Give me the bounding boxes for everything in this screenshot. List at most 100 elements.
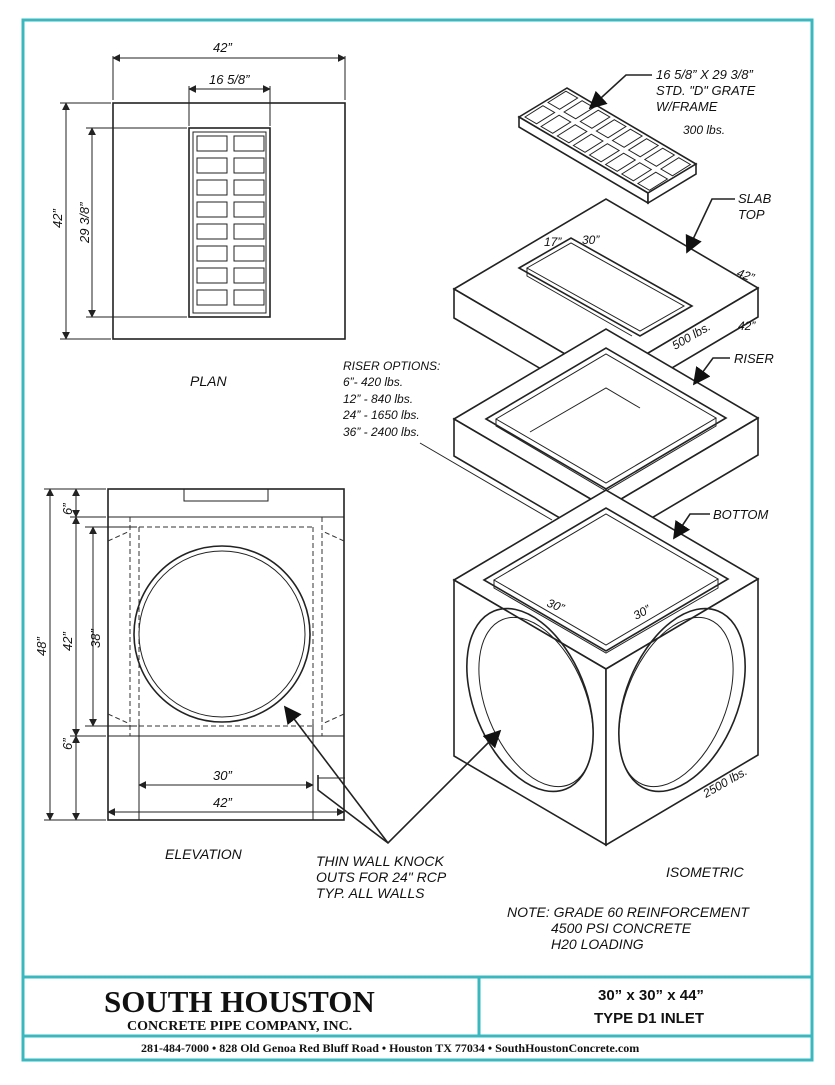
general-note-line-2: 4500 PSI CONCRETE	[551, 920, 692, 936]
iso-grate-slot	[540, 114, 572, 134]
plan-grate-slot	[196, 245, 228, 262]
elevation-dim-width: 42”	[213, 795, 232, 810]
bottom-label: BOTTOM	[713, 507, 769, 522]
iso-knockout-right-outer	[618, 607, 746, 793]
iso-grate-slot	[588, 143, 621, 163]
iso-grate-slot	[556, 124, 588, 144]
iso-grate-slot	[579, 109, 611, 129]
plan-dim-grate-length: 29 3/8”	[77, 202, 92, 244]
plan-grate-slot	[233, 223, 265, 240]
plan-dim-width: 42”	[213, 40, 232, 55]
slab-label-line-2: TOP	[738, 207, 765, 222]
grate-weight: 300 lbs.	[683, 123, 725, 137]
plan-grate-frame	[188, 127, 271, 318]
title-block: SOUTH HOUSTON CONCRETE PIPE COMPANY, INC…	[104, 984, 704, 1055]
riser-option-2: 12” - 840 lbs.	[343, 392, 413, 406]
plan-dim-grate-width: 16 5/8”	[209, 72, 250, 87]
slab-callout: SLAB TOP	[685, 191, 772, 254]
slab-dim-b: 30”	[582, 233, 600, 247]
iso-grate-slot	[547, 90, 579, 110]
slab-dim-d: 42”	[738, 319, 756, 333]
iso-grate-slot	[643, 147, 676, 167]
plan-outline	[112, 102, 346, 340]
plan-grate-slot	[196, 289, 228, 306]
knockout-note-line-3: TYP. ALL WALLS	[316, 885, 425, 901]
grate-label-line-2: STD. "D" GRATE	[656, 83, 756, 98]
iso-knockout-right-inner	[618, 616, 734, 788]
riser-option-4: 36” - 2400 lbs.	[343, 425, 420, 439]
grate-callout: 16 5/8” X 29 3/8” STD. "D" GRATE W/FRAME…	[588, 67, 756, 137]
plan-grate-slot	[233, 179, 265, 196]
slab-label-line-1: SLAB	[738, 191, 772, 206]
bottom-dim-a: 30”	[545, 596, 567, 616]
plan-grate-slot	[233, 267, 265, 284]
contact-line: 281-484-7000 • 828 Old Genoa Red Bluff R…	[141, 1041, 639, 1055]
isometric-view: 17” 30” 42” 42” 500 lbs.	[342, 67, 774, 880]
elevation-top-grate	[183, 488, 269, 502]
isometric-title: ISOMETRIC	[666, 864, 745, 880]
iso-grate	[517, 87, 698, 205]
elevation-dim-opening: 30”	[213, 768, 232, 783]
general-note: NOTE: GRADE 60 REINFORCEMENT 4500 PSI CO…	[507, 904, 750, 952]
product-type: TYPE D1 INLET	[594, 1010, 704, 1027]
riser-options-title: RISER OPTIONS:	[343, 359, 440, 373]
iso-grate-slot	[636, 171, 669, 191]
elevation-dim-inner: 38”	[88, 629, 103, 648]
plan-grate-slot	[233, 289, 265, 306]
riser-option-1: 6”- 420 lbs.	[343, 375, 403, 389]
elevation-knockout-inner	[138, 550, 306, 718]
slab-dim-a: 17”	[544, 235, 562, 249]
grate-label-line-3: W/FRAME	[656, 99, 718, 114]
bottom-callout: BOTTOM	[673, 507, 769, 540]
iso-grate-cells	[524, 90, 692, 191]
elevation-view: 48” 6” 42” 6” 38” 30” 42” ELEVATION	[34, 488, 345, 862]
plan-grate-slot	[233, 135, 265, 152]
riser-callout: RISER	[692, 351, 774, 386]
iso-grate-slot	[604, 152, 637, 172]
slab-dim-c: 42”	[735, 266, 757, 285]
elevation-title: ELEVATION	[165, 846, 243, 862]
riser-option-3: 24” - 1650 lbs.	[342, 408, 420, 422]
product-size: 30” x 30” x 44”	[598, 987, 704, 1004]
plan-view: 42” 16 5/8” 42” 29 3/8” PLAN	[50, 40, 346, 389]
iso-bottom: 30” 30” 2500 lbs.	[452, 489, 760, 847]
riser-options: RISER OPTIONS: 6”- 420 lbs. 12” - 840 lb…	[342, 359, 553, 521]
plan-grate-slot	[233, 245, 265, 262]
plan-grate-bars	[196, 135, 265, 306]
plan-grate-slot	[233, 201, 265, 218]
plan-grate-slot	[196, 267, 228, 284]
knockout-callout: THIN WALL KNOCK OUTS FOR 24" RCP TYP. AL…	[283, 705, 502, 901]
iso-grate-slot	[627, 138, 660, 158]
grate-label-line-1: 16 5/8” X 29 3/8”	[656, 67, 754, 82]
plan-grate-slot	[196, 201, 228, 218]
iso-grate-slot	[659, 157, 692, 177]
sheet-border	[21, 18, 814, 1062]
iso-grate-slot	[572, 133, 604, 153]
iso-knockout-left-outer	[466, 607, 594, 793]
plan-title: PLAN	[190, 373, 227, 389]
plan-grate-slot	[196, 135, 228, 152]
company-name: SOUTH HOUSTON	[104, 984, 375, 1019]
plan-grate-slot	[196, 157, 228, 174]
iso-knockout-left-inner	[478, 616, 594, 788]
plan-grate-slot	[196, 179, 228, 196]
elevation-knockout-outer	[133, 545, 311, 723]
plan-grate-slot	[233, 157, 265, 174]
elevation-dim-total: 48”	[34, 637, 49, 656]
knockout-note-line-1: THIN WALL KNOCK	[316, 853, 445, 869]
iso-grate-slot	[524, 105, 556, 125]
plan-grate-slot	[196, 223, 228, 240]
elevation-dim-bottom: 6”	[60, 738, 75, 750]
plan-dim-height: 42”	[50, 209, 65, 228]
iso-grate-slot	[620, 162, 653, 182]
elevation-dim-mid: 42”	[60, 632, 75, 651]
general-note-line-3: H20 LOADING	[551, 936, 644, 952]
plan-grate-inner	[192, 131, 267, 314]
iso-grate-slot	[595, 119, 627, 139]
knockout-note-line-2: OUTS FOR 24" RCP	[316, 869, 447, 885]
riser-label: RISER	[734, 351, 774, 366]
company-subtitle: CONCRETE PIPE COMPANY, INC.	[127, 1019, 352, 1034]
elevation-dim-top: 6”	[60, 503, 75, 515]
